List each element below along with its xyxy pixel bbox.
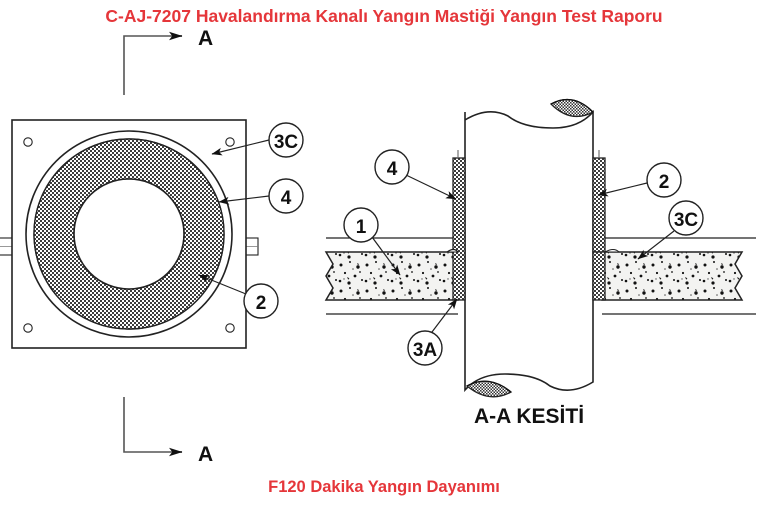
plan-callout-2[interactable]: 2	[243, 283, 279, 319]
plan-leaders	[198, 139, 270, 295]
plan-callout-4-label: 4	[281, 188, 292, 209]
section-marker-top-label: A	[198, 27, 213, 50]
section-callout-4[interactable]: 4	[374, 149, 410, 185]
mastic-band-left	[452, 150, 466, 301]
section-callout-4-label: 4	[387, 159, 398, 180]
page-title: C-AJ-7207 Havalandırma Kanalı Yangın Mas…	[105, 6, 663, 26]
slab-left	[324, 237, 459, 315]
duct-break-top	[549, 98, 595, 118]
duct-body	[464, 109, 594, 393]
plate-corner-holes	[23, 137, 235, 333]
section-leaders	[371, 174, 675, 333]
section-callout-3a-label: 3A	[413, 340, 438, 361]
section-callout-1-label: 1	[356, 217, 367, 238]
plan-callout-4[interactable]: 4	[268, 178, 304, 214]
slab-right	[601, 237, 756, 315]
section-callout-2[interactable]: 2	[646, 162, 682, 198]
section-marker-top: A	[123, 27, 213, 95]
section-view-title: A-A KESİTİ	[474, 405, 584, 428]
duct-bore	[73, 178, 185, 290]
plan-callout-2-label: 2	[256, 293, 267, 314]
duct-break-bottom	[465, 380, 513, 398]
plan-view: 3C 4 2	[0, 119, 304, 349]
section-view: 4 1 2 3C 3A A-A KESİTİ	[324, 98, 756, 428]
plan-callout-3c[interactable]: 3C	[268, 122, 304, 158]
section-callout-3c[interactable]: 3C	[668, 200, 704, 236]
section-marker-bottom: A	[123, 397, 213, 466]
sealant-fillets	[445, 248, 621, 253]
plan-callout-3c-label: 3C	[274, 132, 299, 153]
section-callout-3c-label: 3C	[674, 210, 699, 231]
section-callout-3a[interactable]: 3A	[407, 330, 443, 366]
mastic-band-right	[592, 150, 606, 301]
section-callout-1[interactable]: 1	[343, 207, 379, 243]
section-marker-bottom-label: A	[198, 443, 213, 466]
section-callout-2-label: 2	[659, 172, 670, 193]
fire-rating-label: F120 Dakika Yangın Dayanımı	[268, 478, 500, 496]
